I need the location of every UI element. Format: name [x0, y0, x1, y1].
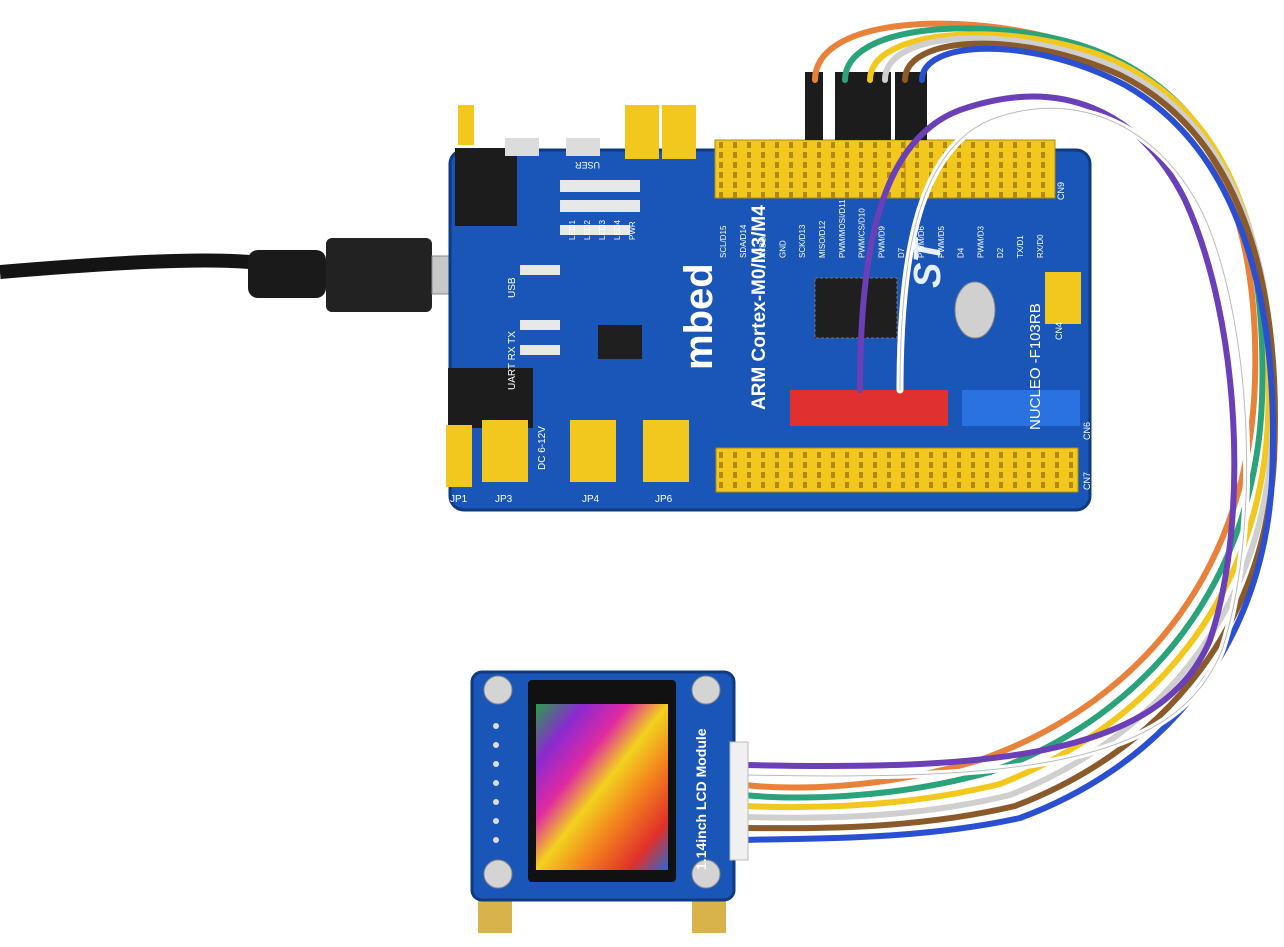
pin-label: RX/D0: [1036, 234, 1045, 258]
led2-label: LED2: [583, 219, 592, 240]
usb-label: USB: [507, 277, 518, 298]
nucleo-board: ST mbed ARM Cortex-M0/M3/M4 NUCLEO -F103…: [446, 72, 1092, 512]
model-label: NUCLEO -F103RB: [1027, 303, 1044, 430]
jp1-label: JP1: [450, 494, 468, 505]
button-label: USER: [574, 160, 600, 170]
wire-bundle: [741, 20, 1278, 843]
pin-label-group: SCL/D15 SDA/D14 AVDD GND SCK/D13 MISO/D12 PWM/…: [719, 199, 1045, 258]
mbed-brand-label: mbed: [677, 263, 721, 370]
pin-label: PWM/D5: [937, 225, 946, 258]
cn7-label: CN7: [1082, 472, 1092, 490]
pin-label: SDA/D14: [739, 224, 748, 258]
cn9-label: CN9: [1056, 182, 1066, 200]
pin-label: GND: [778, 240, 787, 258]
pin-label: PWM/MOSI/D11: [838, 199, 847, 258]
pin-label: D7: [897, 247, 906, 258]
lcd-module-label: 1.14inch LCD Module: [693, 728, 709, 870]
usb-cable: [0, 238, 491, 312]
cn6-label: CN6: [1082, 422, 1092, 440]
uart-label: UART RX TX: [507, 331, 518, 390]
pin-label: MISO/D12: [818, 220, 827, 258]
series-label: ARM Cortex-M0/M3/M4: [749, 205, 770, 410]
pin-label: PWM/D3: [976, 225, 985, 258]
pin-label: SCK/D13: [798, 224, 807, 258]
led3-label: LED3: [598, 219, 607, 240]
lcd-screen: [536, 704, 668, 870]
pin-label: TX/D1: [1016, 235, 1025, 258]
pin-label: PWM/CS/D10: [858, 208, 867, 258]
pin-label: AVDD: [759, 236, 768, 258]
power-label: DC 6-12V: [537, 426, 548, 470]
pwr-label: PWR: [628, 221, 637, 240]
pin-label: D4: [957, 247, 966, 258]
jp3-label: JP3: [495, 494, 513, 505]
pin-label: D2: [996, 247, 1005, 258]
lcd-module: 1.14inch LCD Module: [470, 670, 749, 933]
led4-label: LED4: [613, 219, 622, 240]
jp4-label: JP4: [582, 494, 600, 505]
pin-label: PWM/D9: [877, 225, 886, 258]
pin-label: PWM/D6: [917, 225, 926, 258]
pin-label: SCL/D15: [719, 225, 728, 258]
jp6-label: JP6: [655, 494, 673, 505]
cn4-label: CN4: [1054, 322, 1064, 340]
led1-label: LED1: [568, 219, 577, 240]
